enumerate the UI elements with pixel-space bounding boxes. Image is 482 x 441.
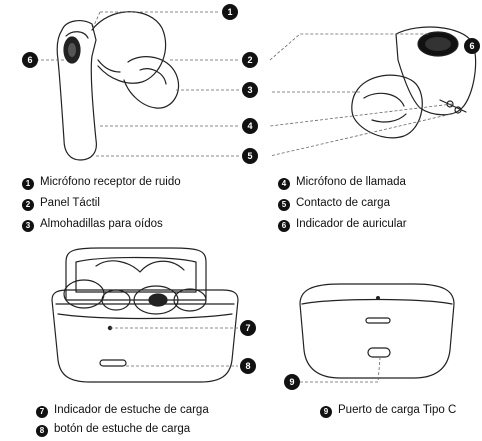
legend-item-5: 5 Contacto de carga <box>278 196 390 211</box>
legend-text-1: Micrófono receptor de ruido <box>40 176 181 188</box>
legend-item-8: 8 botón de estuche de carga <box>36 422 190 437</box>
earbud-side-illustration <box>351 26 477 139</box>
legend-number-6: 6 <box>278 220 290 232</box>
legend-text-4: Micrófono de llamada <box>296 176 406 188</box>
legend-text-5: Contacto de carga <box>296 197 390 209</box>
case-closed-illustration <box>299 283 455 379</box>
legend-number-8: 8 <box>36 425 48 437</box>
legend-item-7: 7 Indicador de estuche de carga <box>36 403 209 418</box>
callout-1: 1 <box>222 4 238 20</box>
legend-item-3: 3 Almohadillas para oídos <box>22 217 163 232</box>
legend-item-9: 9 Puerto de carga Tipo C <box>320 403 456 418</box>
legend-number-4: 4 <box>278 178 290 190</box>
callout-4: 4 <box>242 118 258 134</box>
legend-text-6: Indicador de auricular <box>296 218 407 230</box>
legend-text-3: Almohadillas para oídos <box>40 218 163 230</box>
case-open-illustration <box>51 247 239 383</box>
callout-8: 8 <box>240 358 256 374</box>
legend-text-7: Indicador de estuche de carga <box>54 404 209 416</box>
callout-6-side: 6 <box>464 38 480 54</box>
legend-number-5: 5 <box>278 199 290 211</box>
legend-text-9: Puerto de carga Tipo C <box>338 404 457 416</box>
callout-9: 9 <box>284 374 300 390</box>
legend-number-9: 9 <box>320 406 332 418</box>
callout-6-front: 6 <box>22 52 38 68</box>
legend-text-2: Panel Táctil <box>40 197 100 209</box>
legend-item-2: 2 Panel Táctil <box>22 196 100 211</box>
legend-number-1: 1 <box>22 178 34 190</box>
legend-text-8: botón de estuche de carga <box>54 423 191 435</box>
legend-number-2: 2 <box>22 199 34 211</box>
legend-number-3: 3 <box>22 220 34 232</box>
callout-5: 5 <box>242 148 258 164</box>
callout-leaders <box>36 11 461 383</box>
legend-item-4: 4 Micrófono de llamada <box>278 175 406 190</box>
legend-item-1: 1 Micrófono receptor de ruido <box>22 175 181 190</box>
callout-7: 7 <box>240 320 256 336</box>
callout-3: 3 <box>242 82 258 98</box>
legend-number-7: 7 <box>36 406 48 418</box>
earbud-front-illustration <box>56 11 180 161</box>
callout-2: 2 <box>242 52 258 68</box>
legend-item-6: 6 Indicador de auricular <box>278 217 407 232</box>
